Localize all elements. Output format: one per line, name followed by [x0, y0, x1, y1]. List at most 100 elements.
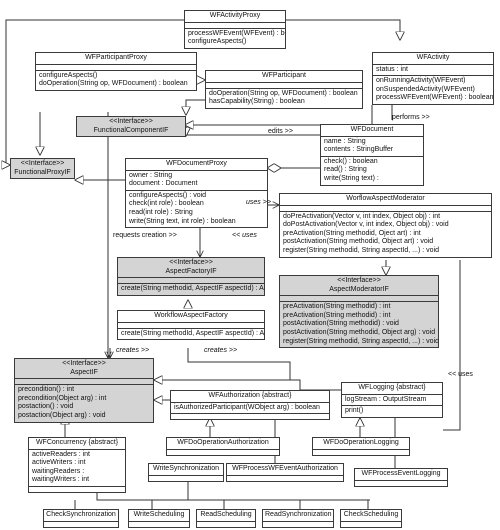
class-name: CheckScheduling	[343, 511, 399, 518]
operation: preActivation(String methodid, Oject art…	[283, 229, 421, 237]
operation: postaction(Object arg) : void	[18, 411, 106, 419]
attributes	[197, 520, 255, 527]
class-worflowaspectmoderator: WorflowAspectModerator doPreActivation(V…	[279, 193, 492, 258]
label-creates-left: creates >>	[116, 347, 150, 354]
class-writescheduling: WriteScheduling	[128, 509, 190, 528]
operation: print()	[345, 407, 364, 415]
class-readscheduling: ReadScheduling	[196, 509, 256, 528]
class-name: WFDocument	[350, 126, 394, 133]
operation: doOperation(String op, WFDocument) : boo…	[209, 89, 358, 97]
class-name: WFProcessEventLogging	[361, 470, 441, 477]
connector-document-functionalcomponentif	[186, 135, 320, 136]
operation: read(int role) : String	[129, 208, 193, 216]
operations: doPreActivation(Vector v, int index, Obj…	[280, 210, 491, 257]
class-name: WFParticipant	[262, 72, 306, 79]
label-uses-left: << uses	[232, 232, 257, 239]
operation: doPostActivation(Vector v, int index, Ob…	[283, 221, 449, 229]
stereotype: <<Interface>>	[337, 277, 381, 284]
interface-header: <<Interface>> AspectFactoryIF	[118, 258, 264, 277]
operation: configureAspects()	[39, 71, 98, 79]
attributes	[118, 321, 264, 328]
attributes	[149, 474, 223, 481]
attributes	[263, 520, 333, 527]
attributes: status : int	[373, 63, 493, 76]
class-name: WFProcessWFEventAuthorization	[232, 465, 338, 472]
operations: onRunningActivity(WFEvent) onSuspendedAc…	[373, 75, 493, 104]
operations: isAuthorizedParticipant(WObject arg) : b…	[171, 401, 329, 414]
interface-header: <<Interface>> AspectModeratorIF	[280, 276, 438, 295]
attribute: document : Document	[129, 180, 198, 188]
connector-concurrency-tree	[96, 487, 370, 501]
stereotype: <<Interface>>	[109, 118, 153, 125]
attributes	[36, 63, 196, 70]
operation: postActivation(String methodid) : void	[283, 320, 399, 328]
class-name: WriteSynchronization	[152, 465, 219, 472]
attribute: contents : StringBuffer	[324, 146, 394, 154]
interface-functionalcomponentif: <<Interface>> FunctionalComponentIF	[76, 116, 186, 138]
connector-moderator-right	[443, 260, 461, 431]
operation: register(String methodid, String aspectI…	[283, 246, 440, 254]
operations: configureAspects() doOperation(String op…	[36, 69, 196, 90]
operations: create(String methodId, AspectIF aspectI…	[118, 327, 265, 340]
operations: precondition() : int precondition(Object…	[15, 384, 153, 421]
operations: processWFEvent(WFEvent) : boolean config…	[185, 27, 285, 48]
interface-header: <<Interface>> FunctionalComponentIF	[77, 117, 185, 136]
label-uses-right: << uses	[448, 371, 473, 378]
operation: onRunningActivity(WFEvent)	[376, 77, 466, 85]
class-wfdocument: WFDocument name : String contents : Stri…	[320, 124, 424, 186]
attribute: logStream : OutputStream	[345, 395, 427, 403]
class-name: AspectFactoryIF	[165, 267, 217, 275]
class-name: WorkflowAspectFactory	[154, 312, 228, 319]
interface-aspectif: <<Interface>> AspectIF precondition() : …	[14, 358, 154, 423]
attributes	[280, 204, 491, 211]
attribute: activeReaders : int	[32, 450, 90, 458]
class-wfactivityproxy: WFActivityProxy processWFEvent(WFEvent) …	[184, 10, 286, 49]
class-wfconcurrency: WFConcurrency {abstract} activeReaders :…	[28, 437, 126, 493]
stereotype: <<Interface>>	[20, 160, 65, 167]
operation: postActivation(String methodid, Object a…	[283, 328, 436, 336]
attributes	[280, 295, 438, 301]
attributes	[227, 474, 343, 481]
attributes	[171, 413, 329, 419]
label-requests-creation: requests creation >>	[113, 232, 177, 239]
class-name: WFLogging {abstract}	[358, 384, 426, 391]
operation: processWFEvent(WFEvent) : boolean	[188, 29, 285, 37]
class-name: WriteScheduling	[133, 511, 185, 518]
class-name: AspectIF	[70, 368, 98, 376]
operations	[29, 485, 125, 492]
operation: isAuthorizedParticipant(WObject arg) : b…	[174, 403, 320, 411]
operation: check() : boolean	[324, 157, 378, 165]
class-name: WFConcurrency {abstract}	[35, 439, 119, 446]
class-name: WFDocumentProxy	[166, 160, 227, 167]
operation: preActivation(String methodid) : int	[283, 303, 391, 311]
attributes: owner : String document : Document	[126, 169, 267, 190]
label-uses-top: uses >>	[246, 199, 271, 206]
attributes	[185, 21, 285, 28]
class-wfdooperationauthorization: WFDoOperationAuthorization	[166, 437, 280, 456]
class-name: WFActivityProxy	[209, 12, 261, 19]
operations: preActivation(String methodid) : int pre…	[280, 301, 438, 347]
class-name: AspectModeratorIF	[329, 285, 389, 293]
interface-aspectfactoryif: <<Interface>> AspectFactoryIF create(Str…	[117, 257, 265, 296]
attributes	[341, 520, 401, 527]
class-name: WFParticipantProxy	[85, 54, 147, 61]
attributes: name : String contents : StringBuffer	[321, 135, 423, 156]
operation: read() : String	[324, 166, 367, 174]
connector-activityproxy-functionalproxyif	[6, 19, 184, 165]
operation: create(String methodId, AspectIF aspectI…	[121, 329, 265, 337]
class-wfprocesswfeventauthorization: WFProcessWFEventAuthorization	[226, 463, 344, 482]
operations: configureAspects() : void check(int role…	[126, 189, 267, 227]
class-wfdooperationlogging: WFDoOperationLogging	[312, 437, 410, 456]
attributes	[44, 520, 118, 527]
class-name: WorflowAspectModerator	[346, 195, 425, 202]
attributes: logStream : OutputStream	[342, 393, 442, 406]
attribute: waitingReaders :	[32, 467, 85, 475]
stereotype: <<Interface>>	[169, 259, 213, 266]
operations: print()	[342, 405, 442, 417]
attributes	[313, 448, 409, 455]
operation: precondition() : int	[18, 386, 75, 394]
interface-header: <<Interface>> AspectIF	[15, 359, 153, 378]
operation: processWFEvent(WFEvent) : boolean	[376, 94, 494, 102]
class-wflogging: WFLogging {abstract} logStream : OutputS…	[341, 382, 443, 418]
operation: configureAspects() : void	[129, 191, 207, 199]
